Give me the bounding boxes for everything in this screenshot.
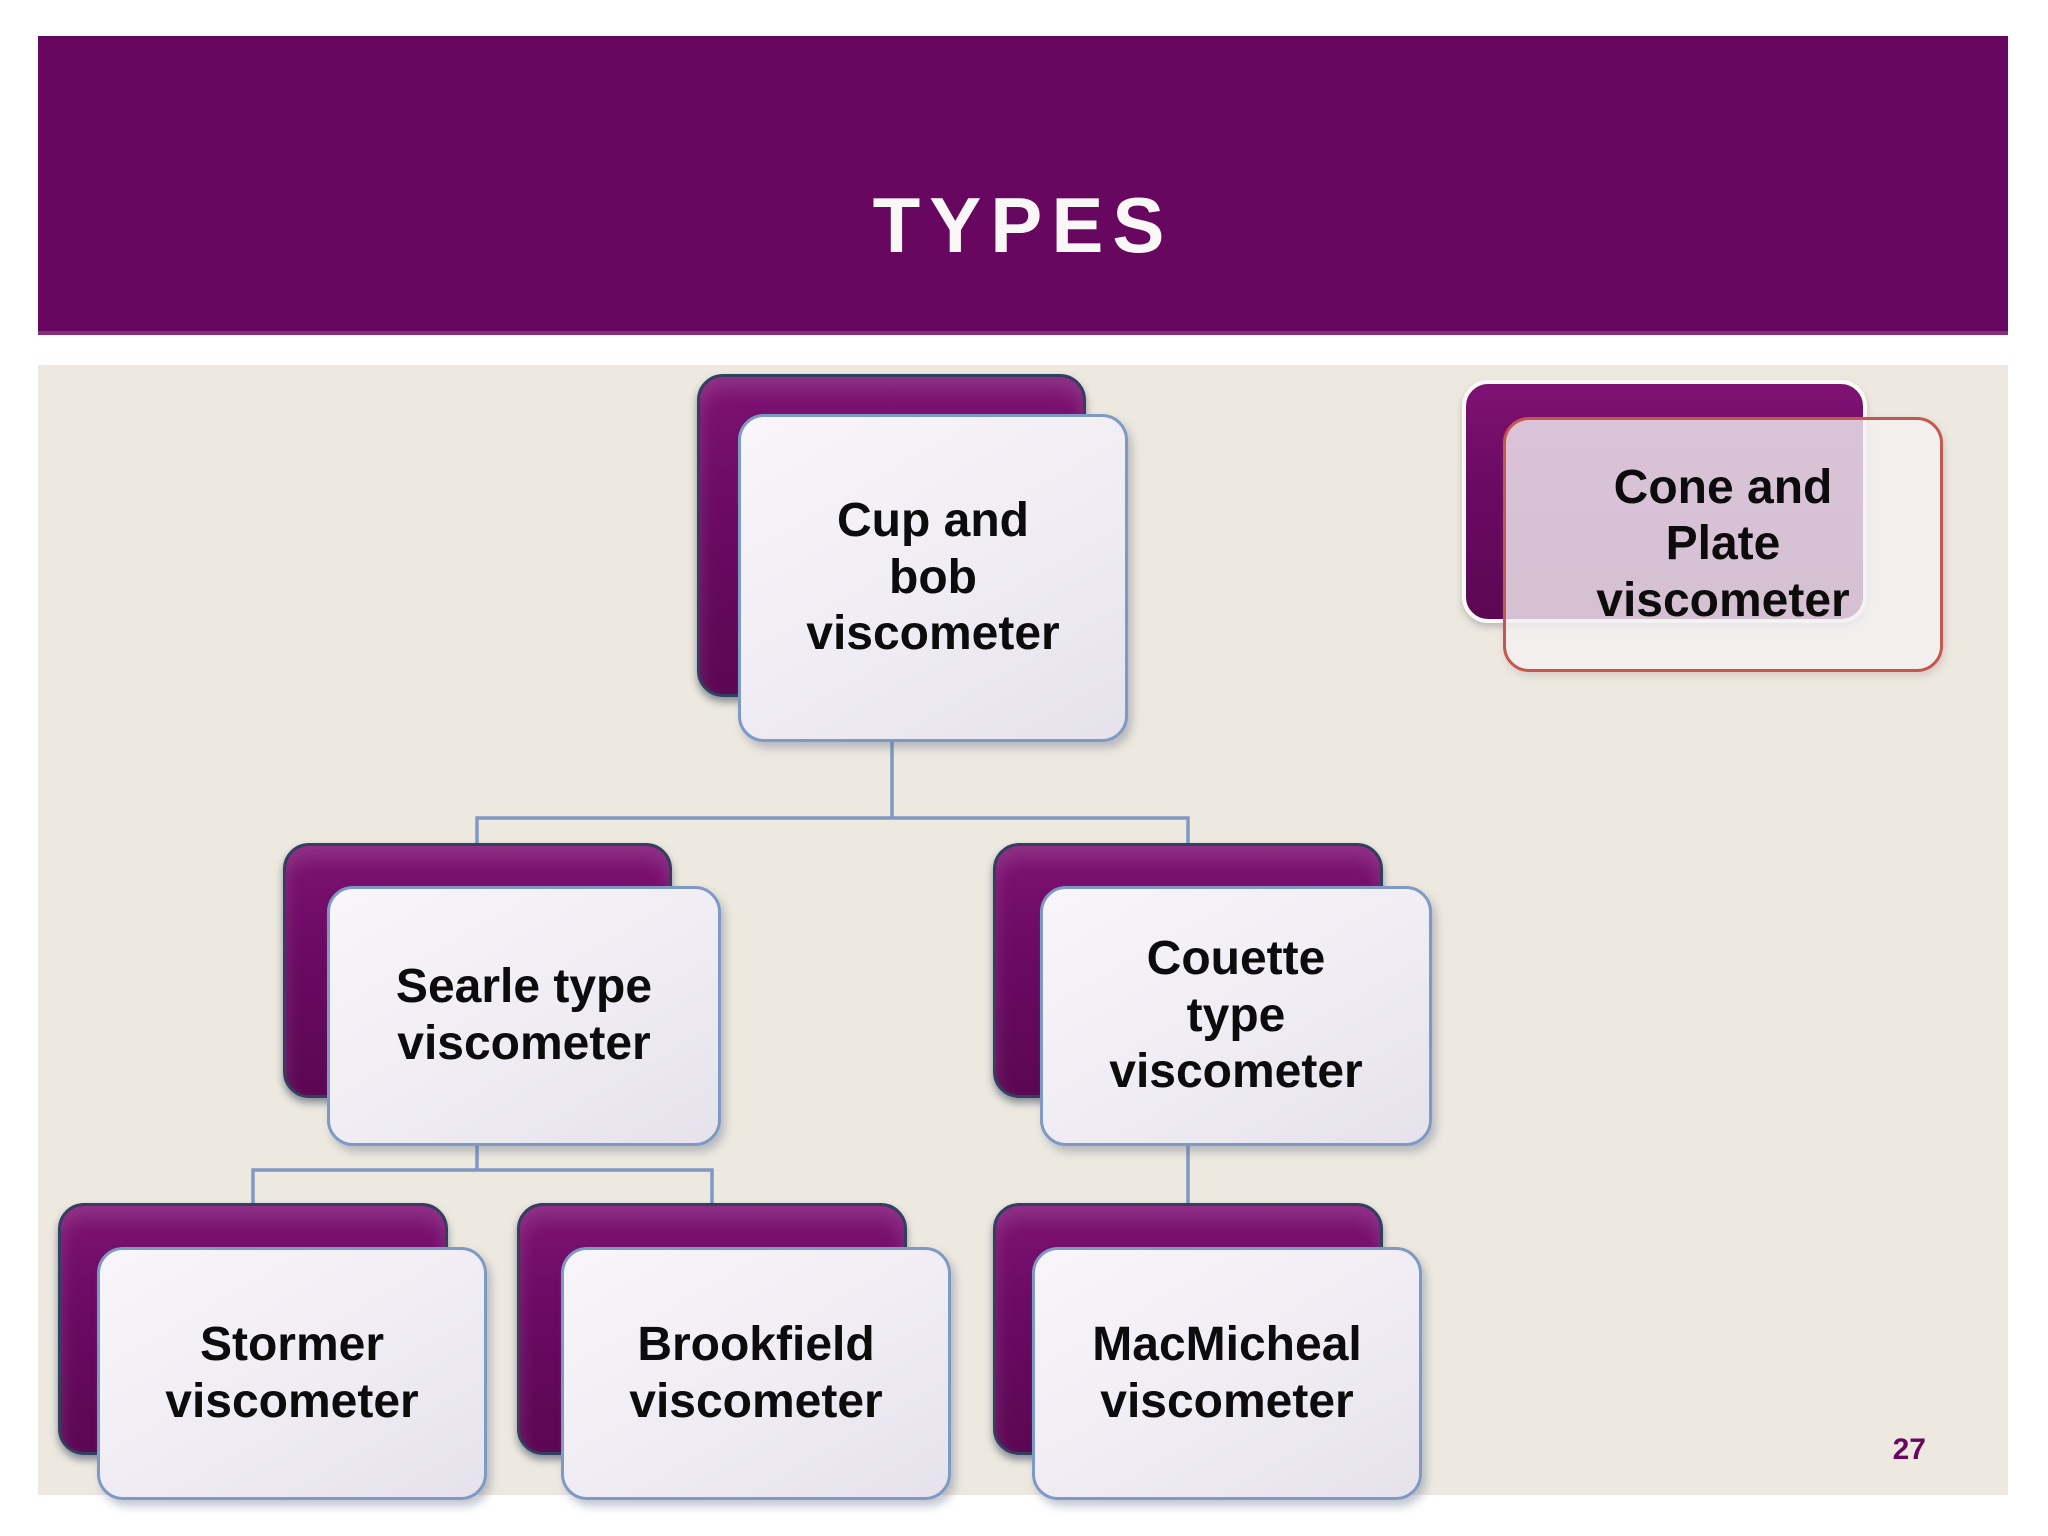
node-front-shape: Searle type viscometer <box>327 886 721 1146</box>
node-front-shape: Couette type viscometer <box>1040 886 1432 1146</box>
node-front-shape-selected: Cone and Plate viscometer <box>1503 417 1943 672</box>
node-label: Searle type viscometer <box>395 960 653 1070</box>
connector-level3-rail <box>251 1168 714 1203</box>
node-label: Couette type viscometer <box>1109 932 1363 1099</box>
page-number: 27 <box>1892 1433 1926 1466</box>
node-label: Cone and Plate viscometer <box>1596 460 1850 627</box>
node-label: MacMicheal viscometer <box>1092 1317 1362 1428</box>
node-front-shape: Cup and bob viscometer <box>738 414 1128 742</box>
node-front-shape: Stormer viscometer <box>97 1247 487 1500</box>
node-front-shape: MacMicheal viscometer <box>1032 1247 1422 1500</box>
node-label: Cup and bob viscometer <box>806 494 1060 661</box>
title-banner: TYPES <box>38 36 2008 335</box>
node-label: Brookfield viscometer <box>629 1317 883 1428</box>
slide-title: TYPES <box>872 181 1174 269</box>
node-label: Stormer viscometer <box>165 1317 419 1428</box>
connector-lines <box>251 742 1190 1203</box>
diagram-area: Cup and bob viscometer Cone and Plate vi… <box>38 365 2008 1500</box>
node-front-shape: Brookfield viscometer <box>561 1247 951 1500</box>
connector-level2-rail <box>475 816 1190 843</box>
